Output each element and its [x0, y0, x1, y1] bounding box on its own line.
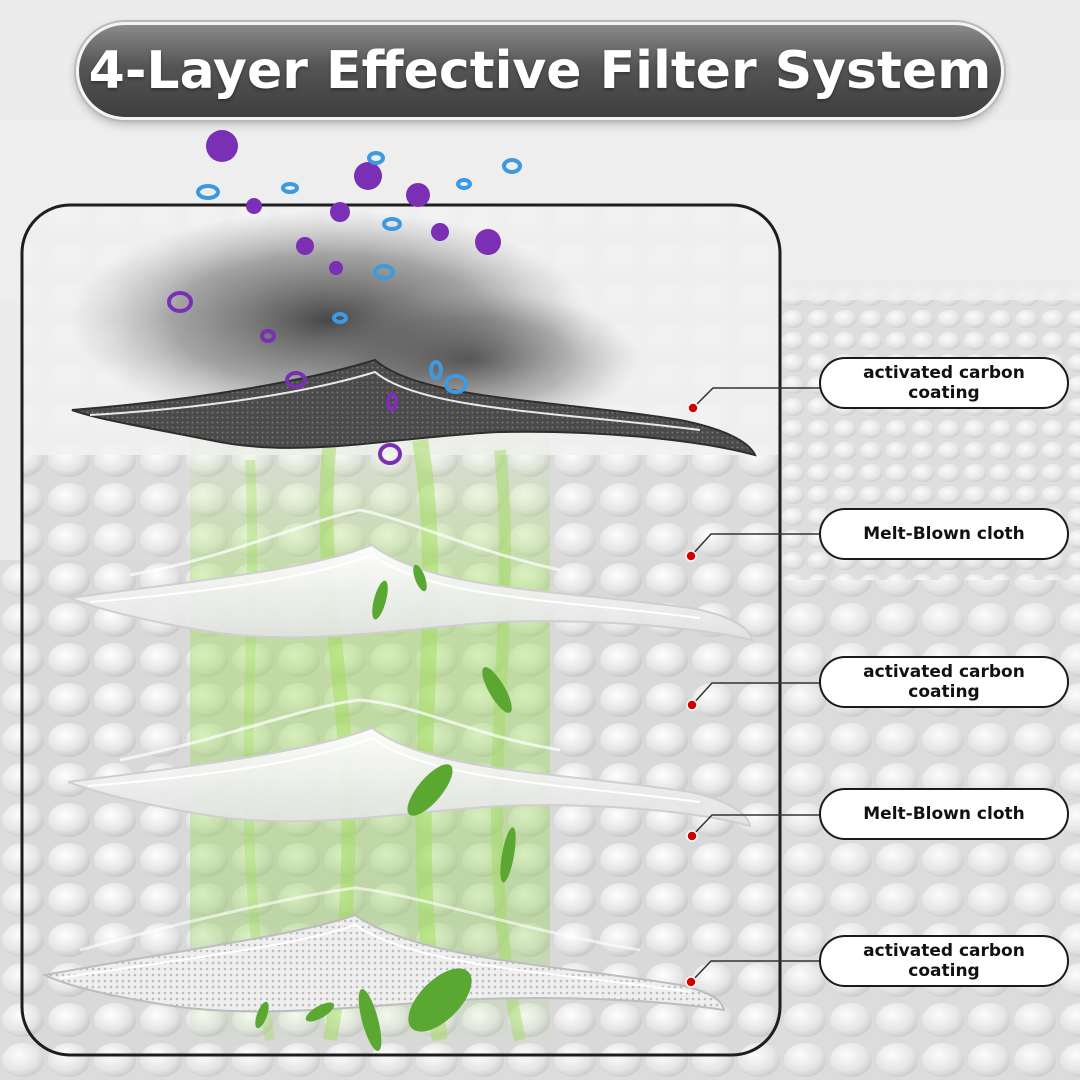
leaf-icon	[255, 564, 516, 1051]
layer-label-1: activated carbon coating	[819, 357, 1069, 409]
page-title: 4-Layer Effective Filter System	[88, 41, 992, 101]
layer-label-text: activated carbon coating	[863, 662, 1025, 702]
layer-3-shape	[67, 726, 752, 828]
particle-ring-icon	[196, 151, 522, 394]
layer-1-shape	[71, 358, 757, 457]
title-banner: 4-Layer Effective Filter System	[76, 22, 1004, 120]
filter-frame	[20, 203, 782, 1057]
layer-stack	[22, 205, 780, 1055]
layer-label-text: Melt-Blown cloth	[863, 804, 1025, 824]
layer-label-text: activated carbon coating	[863, 363, 1025, 403]
marker-dots	[685, 402, 699, 988]
layer-label-2: Melt-Blown cloth	[819, 508, 1069, 560]
layer-label-3: activated carbon coating	[819, 656, 1069, 708]
bacteria-icon	[206, 130, 501, 275]
connector-lines	[690, 387, 821, 983]
layer-label-4: Melt-Blown cloth	[819, 788, 1069, 840]
layer-4-shape	[41, 913, 726, 1013]
layer-2-shape	[66, 543, 754, 642]
layer-label-text: Melt-Blown cloth	[863, 524, 1025, 544]
layer-label-5: activated carbon coating	[819, 935, 1069, 987]
layer-label-text: activated carbon coating	[863, 941, 1025, 981]
